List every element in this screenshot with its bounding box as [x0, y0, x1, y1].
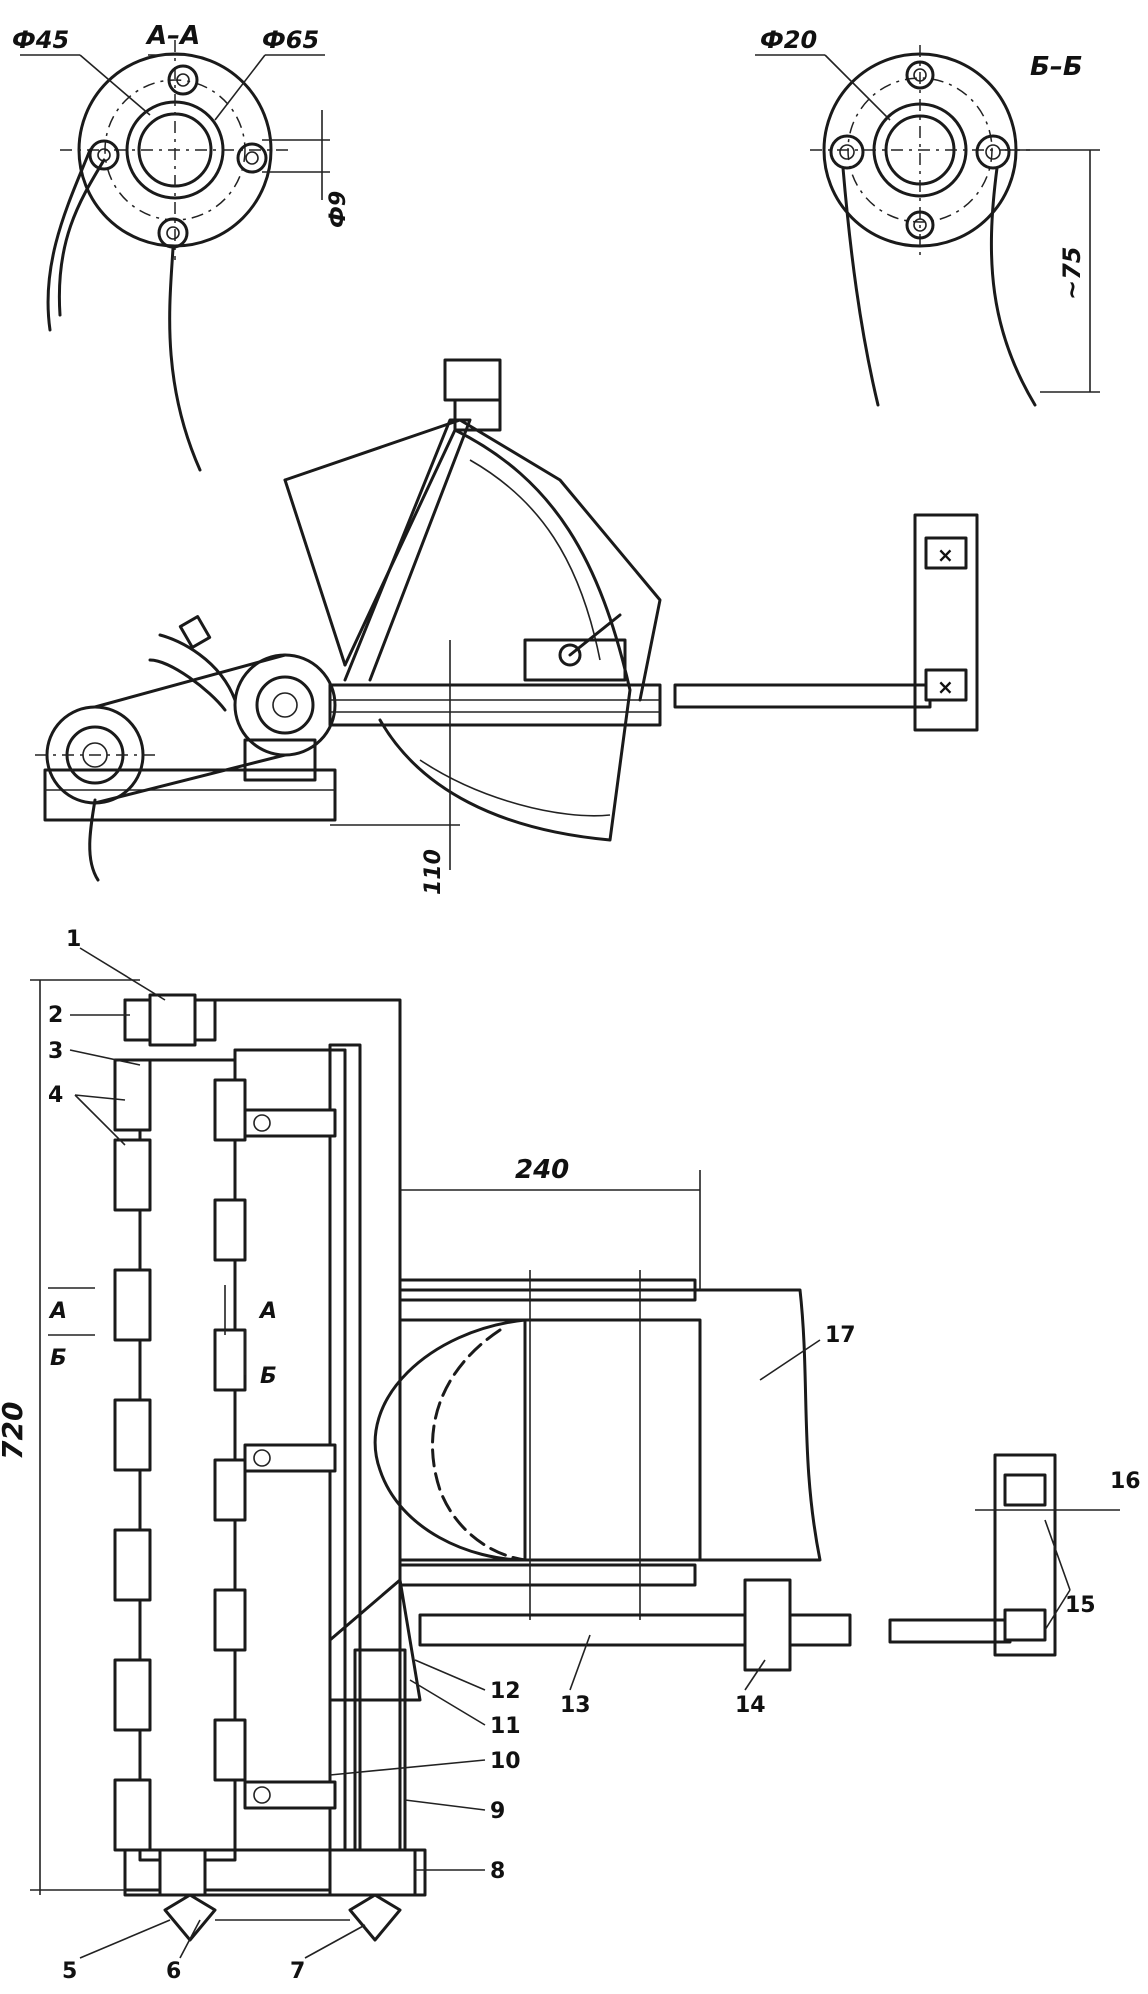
- section-aa-title: А–А: [145, 21, 200, 51]
- callout-14: 14: [735, 1693, 766, 1718]
- callout-1: 1: [66, 927, 81, 952]
- label-offset-240: 240: [515, 1155, 569, 1185]
- callout-10: 10: [490, 1749, 521, 1774]
- callout-7: 7: [290, 1959, 305, 1984]
- section-aa: Ф45 А–А Ф65 Ф9: [12, 21, 351, 472]
- svg-text:×: ×: [937, 543, 954, 567]
- plan-view: 720 240 А Б А Б 1 2 3: [0, 927, 1141, 1984]
- callout-13: 13: [560, 1693, 591, 1718]
- label-height-110: 110: [421, 849, 446, 895]
- label-length-720: 720: [0, 1402, 29, 1460]
- section-mark-a-left: А: [48, 1299, 67, 1324]
- section-bb-title: Б–Б: [1030, 52, 1083, 82]
- callout-8: 8: [490, 1859, 505, 1884]
- callout-6: 6: [166, 1959, 181, 1984]
- callout-4: 4: [48, 1083, 63, 1108]
- callout-11: 11: [490, 1714, 521, 1739]
- callout-17: 17: [825, 1323, 856, 1348]
- section-mark-b-left: Б: [50, 1346, 67, 1371]
- callout-12: 12: [490, 1679, 521, 1704]
- label-dia-20: Ф20: [760, 26, 817, 54]
- callout-9: 9: [490, 1799, 505, 1824]
- knife-stack: [113, 1058, 247, 1862]
- callout-16: 16: [1110, 1469, 1141, 1494]
- side-view: 110 × ×: [35, 358, 979, 895]
- label-dia-9: Ф9: [326, 191, 351, 228]
- callout-15: 15: [1065, 1593, 1096, 1618]
- label-height-75: ~75: [1058, 246, 1086, 300]
- callout-3: 3: [48, 1039, 63, 1064]
- label-dia-65: Ф65: [262, 26, 319, 54]
- callout-5: 5: [62, 1959, 77, 1984]
- section-mark-b-right: Б: [260, 1364, 277, 1389]
- section-mark-a-right: А: [258, 1299, 277, 1324]
- section-bb: Ф20 Б–Б ~75: [755, 26, 1100, 407]
- svg-text:×: ×: [937, 675, 954, 699]
- callout-2: 2: [48, 1003, 63, 1028]
- label-dia-45: Ф45: [12, 26, 69, 54]
